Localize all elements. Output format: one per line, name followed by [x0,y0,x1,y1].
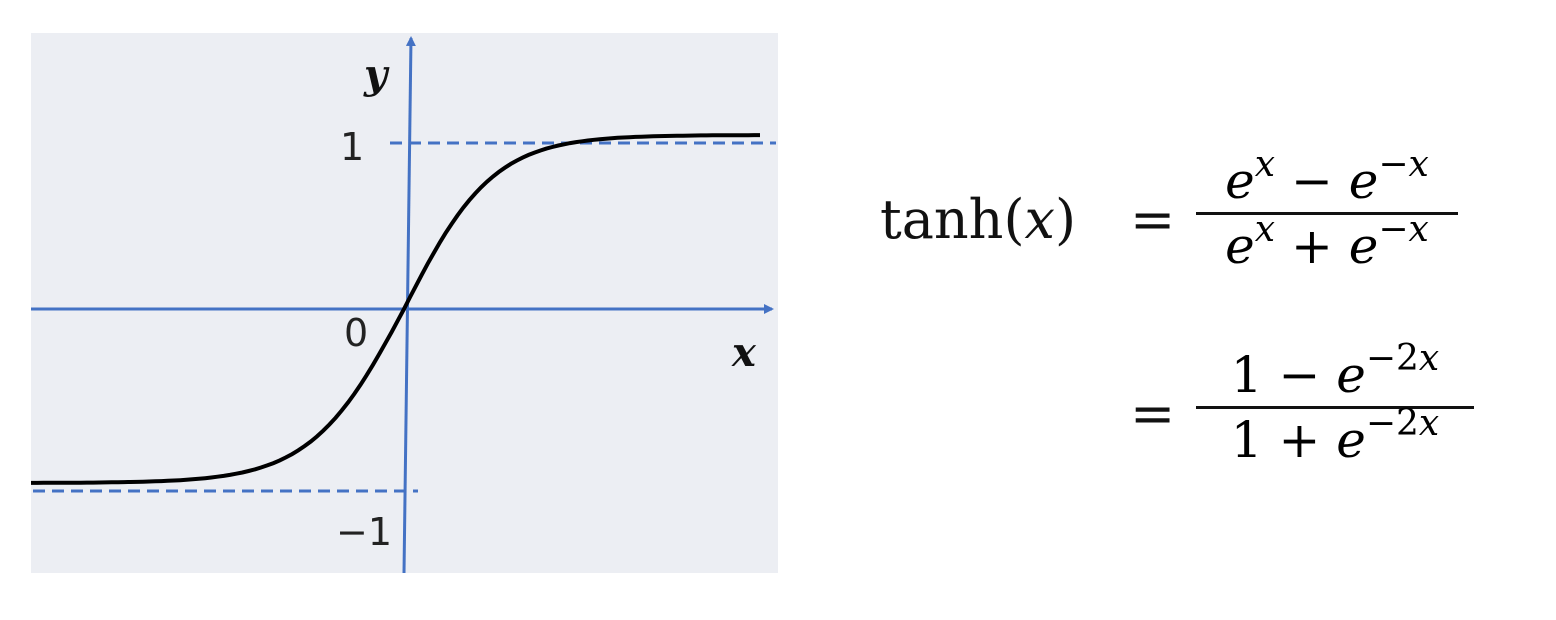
origin-label: 0 [344,311,368,355]
equals-1: = [1130,188,1176,251]
equals-2: = [1130,382,1176,445]
tanh-var: x [1024,188,1055,251]
fraction-2-numerator: 1 − e−2x [1230,338,1440,405]
tanh-curve [31,133,760,485]
fraction-2: 1 − e−2x 1 + e−2x [1196,338,1474,471]
fraction-1-denominator: ex + e−x [1225,209,1429,276]
x-axis-label: x [731,329,757,376]
tanh-close: ) [1055,188,1077,251]
y-tick-1: 1 [340,125,364,169]
tanh-label: tanh( [880,188,1025,251]
fraction-1: ex − e−x ex + e−x [1196,144,1458,277]
fraction-1-bar [1196,212,1458,215]
y-tick-minus-1: −1 [336,510,392,554]
fraction-2-denominator: 1 + e−2x [1230,403,1440,470]
fraction-1-numerator: ex − e−x [1225,144,1429,211]
tanh-chart: y x 1 0 −1 [31,33,778,574]
fraction-2-bar [1196,406,1474,409]
formula-lhs: tanh(x) [880,188,1076,251]
y-axis-label: y [363,51,390,98]
